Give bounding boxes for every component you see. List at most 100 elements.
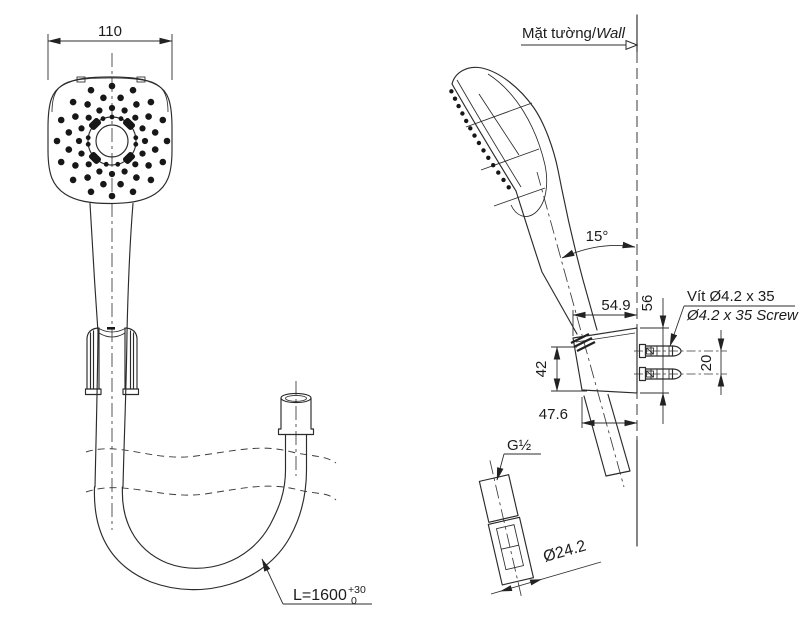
hose-outer-curve (93, 469, 308, 591)
nozzle-dot (115, 161, 121, 167)
bracket-right-bar (124, 327, 138, 390)
handle-button (107, 327, 115, 330)
nozzle-dot (133, 101, 140, 108)
bracket-side-outline (572, 327, 638, 394)
nozzle-dot (65, 146, 73, 153)
hose-length-leader (261, 558, 284, 605)
head-cap-seam (51, 77, 169, 113)
head-side-face-edge (451, 83, 517, 192)
dim-arrow (529, 579, 542, 586)
dim-42-label: 42 (533, 361, 550, 378)
screw-threads (650, 346, 670, 356)
nozzle-dot (147, 176, 155, 184)
nozzle-dot (506, 185, 511, 190)
head-notch (136, 76, 146, 83)
dim-20-label: 20 (698, 355, 715, 372)
connector-body (487, 516, 535, 586)
nozzle-dot (78, 150, 85, 157)
screw-drive (646, 347, 654, 355)
screw-shaft (644, 368, 674, 380)
nozzle-dot (145, 162, 152, 169)
handle-lower-stub (583, 393, 631, 477)
nozzle-dot (108, 82, 116, 90)
head-side-neck-left (515, 190, 578, 335)
nozzle-dot (85, 135, 91, 141)
nozzle-dot (78, 125, 85, 132)
nozzle-dots (53, 82, 171, 200)
nozzle-dot (159, 116, 167, 124)
dim-head-width-label: 110 (98, 23, 122, 40)
handle-right-edge (122, 202, 134, 488)
head-side-trim-lines (465, 93, 546, 207)
nozzle-dot (496, 170, 501, 175)
nozzle-dot (163, 137, 171, 145)
screw-drive-mark (646, 347, 654, 355)
nozzle-dot (456, 103, 461, 109)
nozzle-dot (69, 98, 77, 106)
nozzle-dot (65, 129, 73, 136)
hose-tolerance-upper: +30 (348, 584, 366, 596)
nozzle-dot (96, 107, 103, 114)
dim-56-label: 56 (639, 295, 656, 312)
screw-top (634, 343, 727, 359)
wall-open-arrow (625, 39, 639, 51)
nozzle-dot (501, 177, 506, 183)
nozzle-dot (87, 188, 95, 196)
nozzle-dot (464, 118, 469, 124)
spray-pad (122, 117, 136, 131)
screw-tip (671, 368, 682, 380)
bracket-clip-hatch (570, 332, 596, 353)
head-side-face-plate (456, 79, 522, 188)
nozzle-dot (133, 141, 139, 147)
screw-drive-mark (646, 370, 654, 378)
thread-label: G½ (507, 437, 532, 454)
nozzle-dot (100, 116, 106, 122)
nozzle-dot (118, 116, 124, 122)
dim-47-6-label: 47.6 (539, 406, 568, 423)
nozzle-dot (72, 162, 79, 169)
wall-label-vi: Mặt tường/ (522, 25, 597, 42)
front-view: 110 (47, 23, 372, 607)
nozzle-dot (121, 107, 128, 114)
handle-left-edge (89, 202, 99, 488)
nozzle-dot (468, 126, 473, 131)
nozzle-dot (85, 141, 91, 147)
bracket-right-foot (122, 388, 140, 396)
spray-ring-inner (95, 124, 129, 158)
head-side-inner-curve (487, 73, 548, 217)
connector-cap (478, 474, 519, 523)
nozzle-dot (141, 137, 149, 145)
nozzle-dot (151, 146, 159, 153)
dim-24-2-label: Ø24.2 (541, 537, 588, 565)
nozzle-dot (109, 114, 115, 120)
handle-axis-centerline (536, 171, 625, 488)
bracket-back-arc2 (98, 332, 126, 338)
angle-label: 15° (586, 228, 609, 245)
nozzle-dot (87, 86, 95, 94)
g-half-connector (478, 460, 535, 597)
nozzle-dot (57, 158, 65, 166)
nozzle-dot (129, 188, 137, 196)
wall-label: Mặt tường/Wall (522, 25, 626, 42)
nozzle-dot (100, 180, 107, 188)
nozzle-dot (147, 98, 155, 106)
bracket-left-bar (86, 327, 100, 390)
nozzle-dot (145, 113, 152, 120)
screw-drive (646, 370, 654, 378)
nozzle-dot (100, 94, 107, 102)
nozzle-dot (486, 155, 491, 160)
nozzle-dot (69, 176, 77, 184)
screw-label-en: Ø4.2 x 35 Screw (686, 307, 799, 324)
nozzle-dot (449, 89, 454, 94)
nozzle-dot (53, 137, 61, 145)
screw-threads (650, 369, 670, 379)
screw-leader (669, 305, 685, 347)
nozzle-dot (84, 174, 91, 181)
side-face-nozzles (449, 89, 511, 190)
bracket-back-arc (97, 327, 127, 333)
screw-shaft (644, 345, 674, 357)
nozzle-dot (108, 104, 116, 112)
hose-nut-outline (277, 397, 315, 436)
nozzle-dot (139, 150, 146, 157)
